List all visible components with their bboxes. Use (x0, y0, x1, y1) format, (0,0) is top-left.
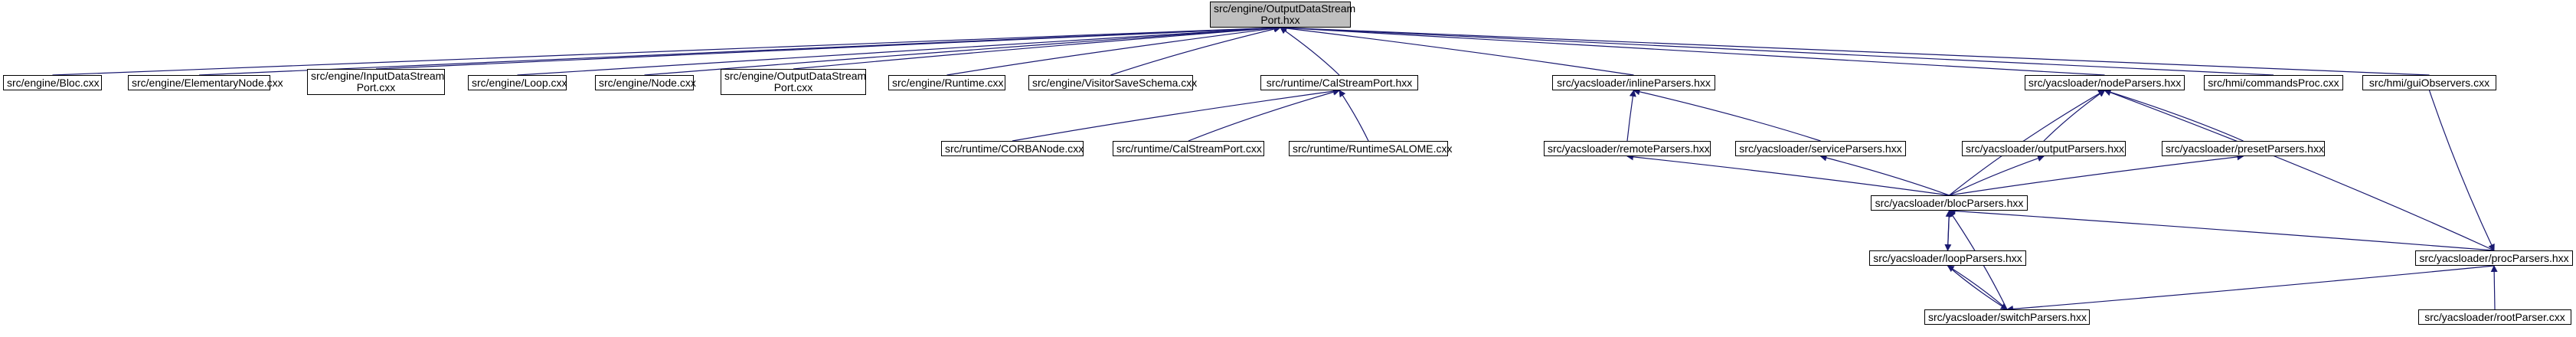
graph-edge (1280, 27, 1340, 76)
graph-edge (198, 24, 1281, 76)
graph-edge (1280, 24, 2274, 76)
graph-edge (1947, 265, 2008, 310)
graph-node-guiobservers_cxx[interactable]: src/hmi/guiObservers.cxx (2362, 75, 2496, 90)
graph-node-label: src/hmi/guiObservers.cxx (2368, 76, 2490, 89)
graph-node-node_cxx[interactable]: src/engine/Node.cxx (595, 75, 696, 90)
graph-edge (1949, 155, 2045, 196)
graph-edge (52, 24, 1281, 76)
graph-node-rootparser_cxx[interactable]: src/yacsloader/rootParser.cxx (2418, 309, 2571, 325)
graph-node-corbanode_cxx[interactable]: src/runtime/CORBANode.cxx (941, 141, 1084, 156)
graph-node-label: src/yacsloader/remoteParsers.hxx (1548, 142, 1710, 155)
graph-edge (793, 25, 1281, 70)
graph-node-label: src/runtime/CORBANode.cxx (945, 142, 1084, 155)
graph-node-inputdsport_cxx[interactable]: src/engine/InputDataStream Port.cxx (307, 69, 445, 95)
graph-edge (1012, 87, 1340, 142)
graph-node-commandsproc_cxx[interactable]: src/hmi/commandsProc.cxx (2204, 75, 2343, 90)
graph-edge (1633, 88, 1821, 142)
graph-node-label: src/yacsloader/loopParsers.hxx (1873, 251, 2022, 264)
graph-node-label: src/yacsloader/inlineParsers.hxx (1557, 76, 1711, 89)
graph-edge (1948, 208, 2495, 251)
graph-edge (1626, 90, 1636, 142)
graph-node-elementarynode_cxx[interactable]: src/engine/ElementaryNode.cxx (128, 75, 283, 90)
graph-node-outputdsport_cxx[interactable]: src/engine/OutputDataStream Port.cxx (721, 69, 866, 95)
graph-node-label: src/yacsloader/presetParsers.hxx (2166, 142, 2324, 155)
graph-node-label: src/yacsloader/serviceParsers.hxx (1739, 142, 1902, 155)
graph-node-label: src/yacsloader/rootParser.cxx (2424, 310, 2565, 323)
graph-edge (517, 24, 1281, 76)
graph-node-switchparsers_hxx[interactable]: src/yacsloader/switchParsers.hxx (1924, 309, 2090, 325)
graph-edge (2428, 90, 2495, 251)
graph-node-label: src/yacsloader/blocParsers.hxx (1875, 196, 2024, 209)
graph-node-loopparsers_hxx[interactable]: src/yacsloader/loopParsers.hxx (1869, 250, 2026, 266)
graph-edge (2006, 265, 2495, 312)
graph-node-runtime_cxx[interactable]: src/engine/Runtime.cxx (888, 75, 1005, 90)
graph-node-label: src/engine/Node.cxx (599, 76, 696, 89)
graph-edge (946, 25, 1281, 76)
graph-edge (1945, 210, 1953, 251)
graph-node-label: src/engine/ElementaryNode.cxx (132, 76, 283, 89)
graph-node-visitorsave_cxx[interactable]: src/engine/VisitorSaveSchema.cxx (1028, 75, 1198, 90)
graph-node-calstreamport_cxx[interactable]: src/runtime/CalStreamPort.cxx (1113, 141, 1264, 156)
graph-node-label: src/runtime/CalStreamPort.hxx (1266, 76, 1413, 89)
graph-node-calstreamport_hxx[interactable]: src/runtime/CalStreamPort.hxx (1260, 75, 1418, 90)
graph-node-label: src/yacsloader/switchParsers.hxx (1928, 310, 2087, 323)
graph-node-label: src/engine/Runtime.cxx (892, 76, 1004, 89)
graph-edge (1339, 90, 1369, 142)
graph-node-serviceparsers_hxx[interactable]: src/yacsloader/serviceParsers.hxx (1735, 141, 1906, 156)
graph-node-label: src/engine/Bloc.cxx (7, 76, 100, 89)
graph-node-label: src/hmi/commandsProc.cxx (2208, 76, 2339, 89)
graph-node-bloc_cxx[interactable]: src/engine/Bloc.cxx (3, 75, 102, 90)
graph-node-label: src/runtime/RuntimeSALOME.cxx (1293, 142, 1453, 155)
graph-edge (644, 25, 1281, 76)
graph-edge (1947, 265, 2008, 310)
graph-node-outputparsers_hxx[interactable]: src/yacsloader/outputParsers.hxx (1962, 141, 2126, 156)
graph-edge (1188, 88, 1340, 142)
graph-node-label: src/engine/OutputDataStream Port.cxx (724, 70, 867, 93)
graph-node-label: src/engine/OutputDataStream Port.hxx (1214, 2, 1356, 26)
graph-node-label: src/engine/Loop.cxx (472, 76, 567, 89)
graph-edge (1944, 210, 1952, 251)
graph-edge (375, 24, 1281, 70)
graph-edge (1949, 153, 2244, 196)
graph-node-remoteparsers_hxx[interactable]: src/yacsloader/remoteParsers.hxx (1544, 141, 1711, 156)
graph-node-inlineparsers_hxx[interactable]: src/yacsloader/inlineParsers.hxx (1552, 75, 1715, 90)
graph-edge (1280, 25, 1634, 76)
graph-node-blocparsers_hxx[interactable]: src/yacsloader/blocParsers.hxx (1871, 195, 2028, 211)
graph-edge (1626, 153, 1950, 196)
graph-node-procparsers_hxx[interactable]: src/yacsloader/procParsers.hxx (2415, 250, 2573, 266)
graph-node-loop_cxx[interactable]: src/engine/Loop.cxx (468, 75, 567, 90)
graph-node-presetparsers_hxx[interactable]: src/yacsloader/presetParsers.hxx (2162, 141, 2325, 156)
graph-node-label: src/engine/InputDataStream Port.cxx (311, 70, 445, 93)
graph-edge (2043, 90, 2106, 142)
graph-edge (1819, 154, 1950, 196)
graph-node-label: src/yacsloader/outputParsers.hxx (1966, 142, 2124, 155)
graph-edge (2104, 89, 2244, 142)
graph-edge (2104, 89, 2495, 251)
graph-edge (2490, 265, 2498, 310)
graph-node-nodeparsers_hxx[interactable]: src/yacsloader/nodeParsers.hxx (2025, 75, 2185, 90)
graph-node-root[interactable]: src/engine/OutputDataStream Port.hxx (1210, 2, 1356, 28)
graph-edge (1280, 24, 2105, 76)
graph-edge (1110, 25, 1281, 76)
graph-node-label: src/engine/VisitorSaveSchema.cxx (1032, 76, 1198, 89)
graph-node-runtimesalome_cxx[interactable]: src/runtime/RuntimeSALOME.cxx (1289, 141, 1453, 156)
graph-node-label: src/yacsloader/nodeParsers.hxx (2028, 76, 2182, 89)
graph-node-label: src/yacsloader/procParsers.hxx (2419, 251, 2569, 264)
graph-edge (1280, 24, 2430, 76)
graph-node-label: src/runtime/CalStreamPort.cxx (1116, 142, 1262, 155)
